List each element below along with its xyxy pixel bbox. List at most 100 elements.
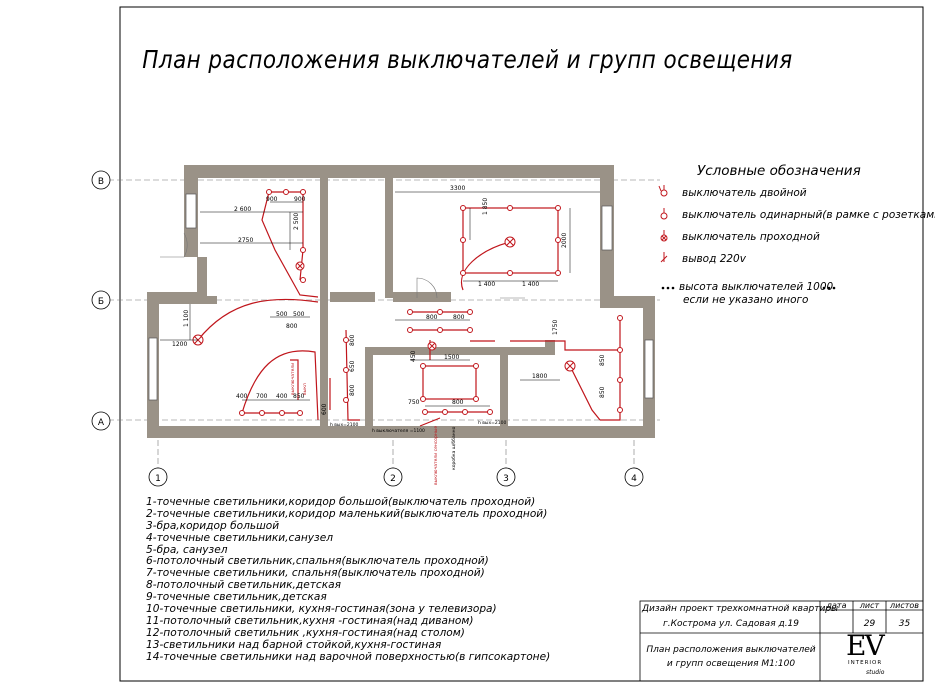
axis-label-row-2: Б (98, 297, 104, 307)
axis-label-col-1: 1 (155, 474, 161, 484)
dim-1200: 1200 (172, 341, 187, 348)
title-block-sheets-total: 35 (898, 619, 911, 629)
dim-1100: 1 100 (183, 310, 190, 327)
walls (147, 165, 655, 438)
dim-900a: 900 (266, 196, 278, 203)
dim-700: 700 (256, 393, 268, 400)
dimension-lines (160, 191, 600, 407)
legend-heading: Условные обозначения (697, 163, 861, 179)
dim-3300: 3300 (450, 185, 465, 192)
legend-outlet-icon (660, 252, 668, 263)
title-block-sheet-number: 29 (863, 619, 876, 629)
dim-1400a: 1 400 (478, 281, 495, 288)
dim-800a: 800 (426, 314, 438, 321)
note-switch: выкл (303, 383, 308, 395)
legend-label-pass-switch: выключатель проходной (682, 231, 820, 243)
dim-800b: 800 (453, 314, 465, 321)
list-item: 2-точечные светильники,коридор маленький… (146, 507, 548, 520)
dim-450: 450 (410, 350, 417, 362)
list-item: 3-бра,коридор большой (146, 519, 280, 532)
dim-2600: 2 600 (234, 206, 251, 213)
dim-2000: 2000 (561, 233, 568, 248)
dim-800c: 800 (349, 334, 356, 346)
note-dots (661, 286, 836, 290)
page-title: План расположения выключателей и групп о… (142, 45, 793, 74)
list-item: 4-точечные светильники,санузел (146, 531, 333, 544)
sheet-frame (119, 6, 924, 682)
legend-note-default: если не указано иного (683, 294, 809, 306)
list-item: 10-точечные светильники, кухня-гостиная(… (146, 603, 497, 616)
list-item: 11-потолочный светильник,кухня -гостиная… (146, 614, 474, 627)
list-item: 9-точечные светильник,детская (146, 591, 327, 604)
logo-mark: EV (846, 629, 885, 662)
title-block-drawing-line1: План расположения выключателей (646, 645, 816, 655)
note-switches: выключатели (291, 363, 296, 395)
note-junction-box: коробка ш/ббанно (451, 426, 457, 470)
dim-900b: 900 (294, 196, 306, 203)
dim-850c: 850 (293, 393, 305, 400)
list-item: 1-точечные светильники,коридор большой(в… (146, 496, 536, 508)
note-outlet-height-1: h вых=2100 (330, 422, 359, 428)
dim-1850: 1 850 (482, 198, 489, 215)
dim-2500: 2 500 (293, 213, 300, 230)
title-block (639, 600, 924, 682)
dim-800f: 800 (286, 323, 298, 330)
dim-2750: 2750 (238, 237, 253, 244)
dim-600: 600 (321, 403, 328, 415)
list-item: 13-светильники над барной стойкой,кухня-… (146, 638, 442, 651)
dim-800e: 800 (452, 399, 464, 406)
windows (148, 193, 654, 401)
dim-1750: 1750 (552, 320, 559, 335)
axis-bubbles (91, 170, 644, 487)
list-item: 14-точечные светильники над варочной пов… (146, 650, 551, 663)
light-points (239, 189, 623, 416)
title-block-sheet-header: лист (859, 601, 880, 610)
title-block-drawing-line2: и групп освещения М1:100 (666, 659, 796, 669)
list-item: 12-потолочный светильник ,кухня-гостиная… (146, 626, 465, 639)
dim-850a: 850 (599, 354, 606, 366)
dim-400: 400 (236, 393, 248, 400)
note-outlet-height-2: h вых=2100 (478, 420, 507, 426)
dim-850b: 850 (599, 386, 606, 398)
dim-400b: 400 (276, 393, 288, 400)
doors (160, 232, 525, 299)
list-item: 5-бра, санузел (146, 543, 228, 556)
title-block-address: г.Кострома ул. Садовая д.19 (662, 619, 800, 629)
note-sensor-switches: выключатели сенсорные (434, 426, 439, 485)
dim-800d: 800 (349, 384, 356, 396)
title-block-project: Дизайн проект трехкомнатной квартиры (642, 604, 839, 614)
axis-label-row-3: А (98, 418, 105, 428)
legend-note-height: высота выключателей 1000 (679, 281, 834, 293)
title-block-date-header: дата (826, 601, 847, 610)
dim-650: 650 (349, 360, 356, 372)
dimension-texts: 3300 1 850 2000 1 400 1 400 900 900 2 60… (172, 185, 606, 415)
axis-label-col-3: 3 (503, 474, 509, 484)
list-item: 8-потолочный светильник,детская (146, 579, 342, 592)
dim-750: 750 (408, 399, 420, 406)
dim-1500: 1500 (444, 354, 459, 361)
legend-label-single-switch: выключатель одинарный(в рамке с розеткам… (682, 209, 935, 221)
note-switch-height: h выключателя =1100 (372, 428, 425, 434)
legend-single-switch-icon (660, 212, 668, 220)
legend-label-outlet: вывод 220v (682, 253, 746, 265)
dim-500b: 500 (293, 311, 305, 318)
list-item: 6-потолочный светильник,спальня(выключат… (146, 555, 489, 568)
dim-1400b: 1 400 (522, 281, 539, 288)
list-item: 7-точечные светильники, спальня(выключат… (146, 567, 485, 580)
legend-label-double-switch: выключатель двойной (682, 187, 807, 199)
axis-label-col-4: 4 (631, 474, 637, 484)
dim-1800: 1800 (532, 373, 547, 380)
logo-studio: studio (866, 669, 885, 676)
title-block-sheets-header: листов (890, 601, 919, 610)
lighting-groups-list: 1-точечные светильники,коридор большой(в… (146, 496, 551, 663)
dim-500a: 500 (276, 311, 288, 318)
wiring-lines (197, 191, 621, 427)
axis-label-row-1: В (98, 177, 104, 187)
legend-symbols (658, 185, 668, 263)
axis-label-col-2: 2 (390, 474, 396, 484)
plan-notes: h выключателя =1100 h вых=2100 h вых=210… (291, 363, 507, 485)
legend-double-switch-icon (660, 189, 668, 197)
logo-subtitle: INTERIOR (848, 660, 883, 666)
